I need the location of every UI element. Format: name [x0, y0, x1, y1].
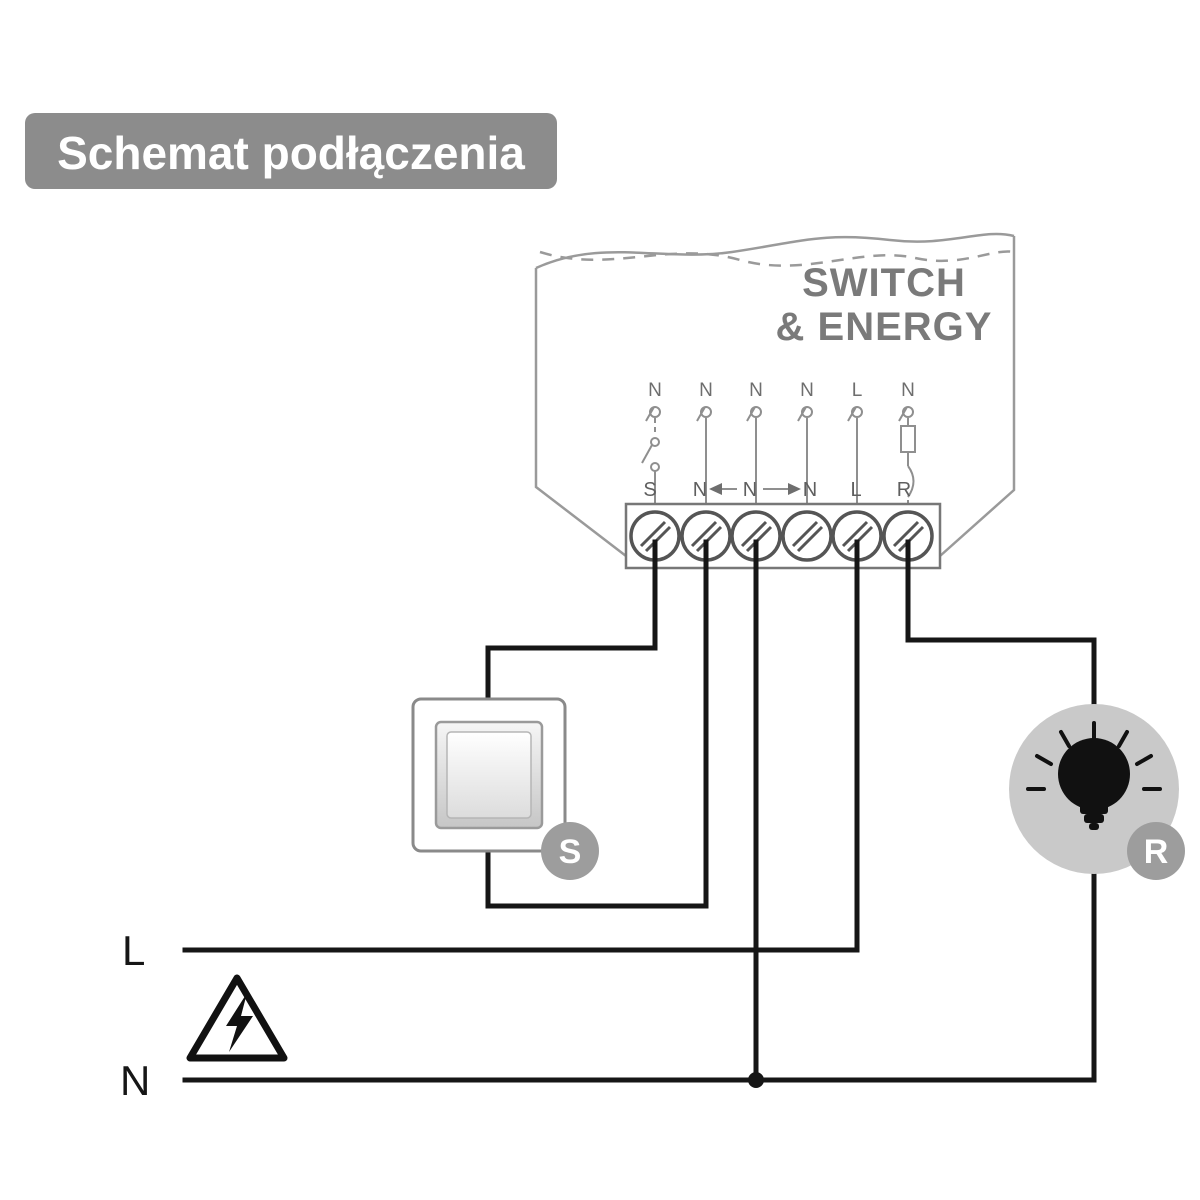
- wire-l-to-live: [182, 539, 860, 953]
- light-bulb: R: [1009, 704, 1185, 880]
- top-label-n2: N: [699, 380, 713, 401]
- wires: [182, 539, 1097, 1088]
- title-background: [25, 113, 557, 189]
- load-badge-label: R: [1144, 833, 1169, 871]
- connection-point-symbols: [645, 406, 914, 422]
- device-left-edge: [534, 268, 627, 557]
- junction-dot: [748, 1072, 764, 1088]
- wire-s-to-switch: [485, 539, 658, 707]
- wire-r-to-bulb: [905, 539, 1097, 709]
- terminal-label-r: R: [897, 479, 911, 501]
- terminal-label-s: S: [643, 479, 656, 501]
- internal-schematic: N N N N L N: [641, 380, 916, 512]
- terminal-label-n3: N: [803, 479, 817, 501]
- power-line-labels: L N: [120, 927, 150, 1104]
- top-label-n4: N: [800, 380, 814, 401]
- load-badge: R: [1127, 822, 1185, 880]
- switch-badge: S: [541, 822, 599, 880]
- top-label-l: L: [852, 380, 863, 401]
- top-label-n6: N: [901, 380, 915, 401]
- device-top-edge: [535, 232, 1015, 270]
- neutral-line-label: N: [120, 1057, 150, 1104]
- top-label-n3: N: [749, 380, 763, 401]
- terminal-label-n1: N: [693, 479, 707, 501]
- bulb-rays: [1026, 721, 1162, 791]
- n-bridge-arrows: [709, 483, 801, 495]
- terminal-block: [624, 502, 942, 570]
- hazard-triangle: [186, 974, 288, 1062]
- lightning-bolt-icon: [226, 993, 253, 1052]
- switch-badge-circle: [541, 822, 599, 880]
- page-title: Schemat podłączenia: [57, 127, 525, 179]
- device-right-edge: [939, 236, 1016, 557]
- top-label-n1: N: [648, 380, 662, 401]
- device-name-line1: SWITCH: [802, 261, 966, 305]
- switch-badge-label: S: [559, 833, 582, 871]
- terminal-screw-n3: [781, 510, 833, 562]
- wall-switch: S: [411, 697, 599, 880]
- wire-switch-to-n: [485, 539, 709, 909]
- switch-rocker-face: [446, 731, 532, 819]
- bulb-icon: [1058, 738, 1130, 830]
- device-top-dashed-edge: [539, 250, 1015, 267]
- device-name-line2: & ENERGY: [776, 305, 993, 349]
- load-badge-circle: [1127, 822, 1185, 880]
- title-box: Schemat podłączenia: [25, 113, 557, 189]
- terminal-label-l: L: [850, 479, 861, 501]
- terminal-label-n2: N: [743, 479, 757, 501]
- device-housing: SWITCH & ENERGY: [534, 232, 1016, 557]
- live-line-label: L: [122, 927, 145, 974]
